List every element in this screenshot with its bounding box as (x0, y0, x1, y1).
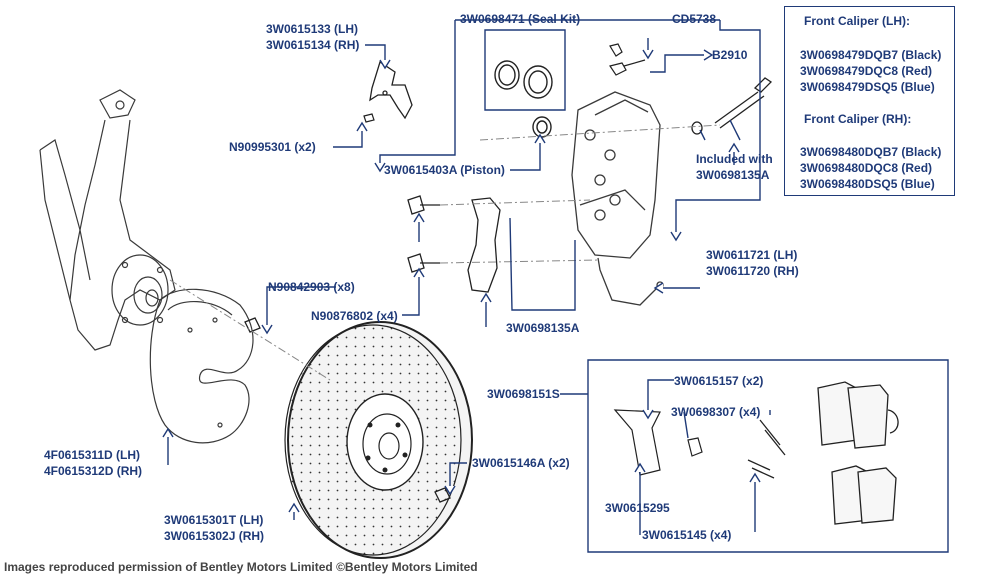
included-with-part-label[interactable]: 3W0698135A (696, 168, 770, 182)
disc-rh-label[interactable]: 3W0615302J (RH) (164, 529, 265, 543)
steering-knuckle-drawing (39, 89, 176, 351)
carrier-bolt-label[interactable]: N90876802 (x4) (311, 309, 398, 323)
axis-lines (169, 124, 721, 381)
brake-pads-drawing (817, 381, 899, 525)
clip-drawing (687, 437, 703, 457)
pad-spring-label[interactable]: 3W0615157 (x2) (674, 374, 764, 388)
front-caliper-rh-title: Front Caliper (RH): (804, 112, 912, 126)
disc-lh-label[interactable]: 3W0615301T (LH) (164, 513, 264, 527)
included-with-label: Included with (696, 152, 773, 166)
caliper-rh-blue-label[interactable]: 3W0698480DSQ5 (Blue) (800, 177, 935, 191)
splash-shield-lh-label[interactable]: 4F0615311D (LH) (44, 448, 141, 462)
caliper-rh-black-label[interactable]: 3W0698480DQB7 (Black) (800, 145, 942, 159)
front-caliper-lh-title: Front Caliper (LH): (804, 14, 910, 28)
piston-drawing (532, 116, 552, 138)
caliper-bracket-rh-label[interactable]: 3W0615134 (RH) (266, 38, 360, 52)
shield-bolt-label[interactable]: N90842903 (x8) (268, 280, 355, 294)
carrier-bracket-drawing (467, 197, 501, 293)
seal-kit-label[interactable]: 3W0698471 (Seal Kit) (460, 12, 581, 26)
bleed-cap-label[interactable]: CD5738 (672, 12, 717, 26)
pad-spring-drawing (613, 409, 661, 476)
long-bolt-drawing (691, 77, 773, 135)
seal-kit-drawing (494, 60, 553, 99)
bleed-screw-drawing (609, 43, 646, 76)
leader-arrowheads (162, 49, 761, 513)
caliper-lh-blue-label[interactable]: 3W0698479DSQ5 (Blue) (800, 80, 935, 94)
front-caliper-box (784, 6, 955, 196)
copyright-credit: Images reproduced permission of Bentley … (4, 560, 478, 574)
disc-screw-label[interactable]: 3W0615146A (x2) (472, 456, 570, 470)
brake-hose-lh-label[interactable]: 3W0611721 (LH) (706, 248, 798, 262)
piston-label[interactable]: 3W0615403A (Piston) (384, 163, 505, 177)
leader-lines (167, 19, 949, 553)
bracket-screw-drawing (363, 113, 375, 123)
caliper-bracket-lh-label[interactable]: 3W0615133 (LH) (266, 22, 359, 36)
caliper-lh-red-label[interactable]: 3W0698479DQC8 (Red) (800, 64, 933, 78)
disc-screw-drawing (434, 487, 451, 503)
brake-hose-rh-label[interactable]: 3W0611720 (RH) (706, 264, 799, 278)
brake-disc-drawing (284, 321, 473, 559)
pad-pin-label[interactable]: 3W0615145 (x4) (642, 528, 732, 542)
caliper-bracket-drawing (369, 60, 413, 120)
bracket-screw-label[interactable]: N90995301 (x2) (229, 140, 316, 154)
brake-caliper-drawing (571, 91, 664, 306)
splash-shield-rh-label[interactable]: 4F0615312D (RH) (44, 464, 143, 478)
caliper-rh-red-label[interactable]: 3W0698480DQC8 (Red) (800, 161, 933, 175)
clip-label[interactable]: 3W0698307 (x4) (671, 405, 761, 419)
pad-pins-drawing (747, 419, 786, 479)
splash-shield-drawing (149, 288, 254, 444)
carrier-bolts-drawing (407, 195, 440, 273)
bleed-screw-label[interactable]: B2910 (712, 48, 748, 62)
carrier-bracket-label[interactable]: 3W0698135A (506, 321, 580, 335)
caliper-lh-black-label[interactable]: 3W0698479DQB7 (Black) (800, 48, 942, 62)
retaining-spring-label[interactable]: 3W0615295 (605, 501, 670, 515)
pad-set-label[interactable]: 3W0698151S (487, 387, 560, 401)
